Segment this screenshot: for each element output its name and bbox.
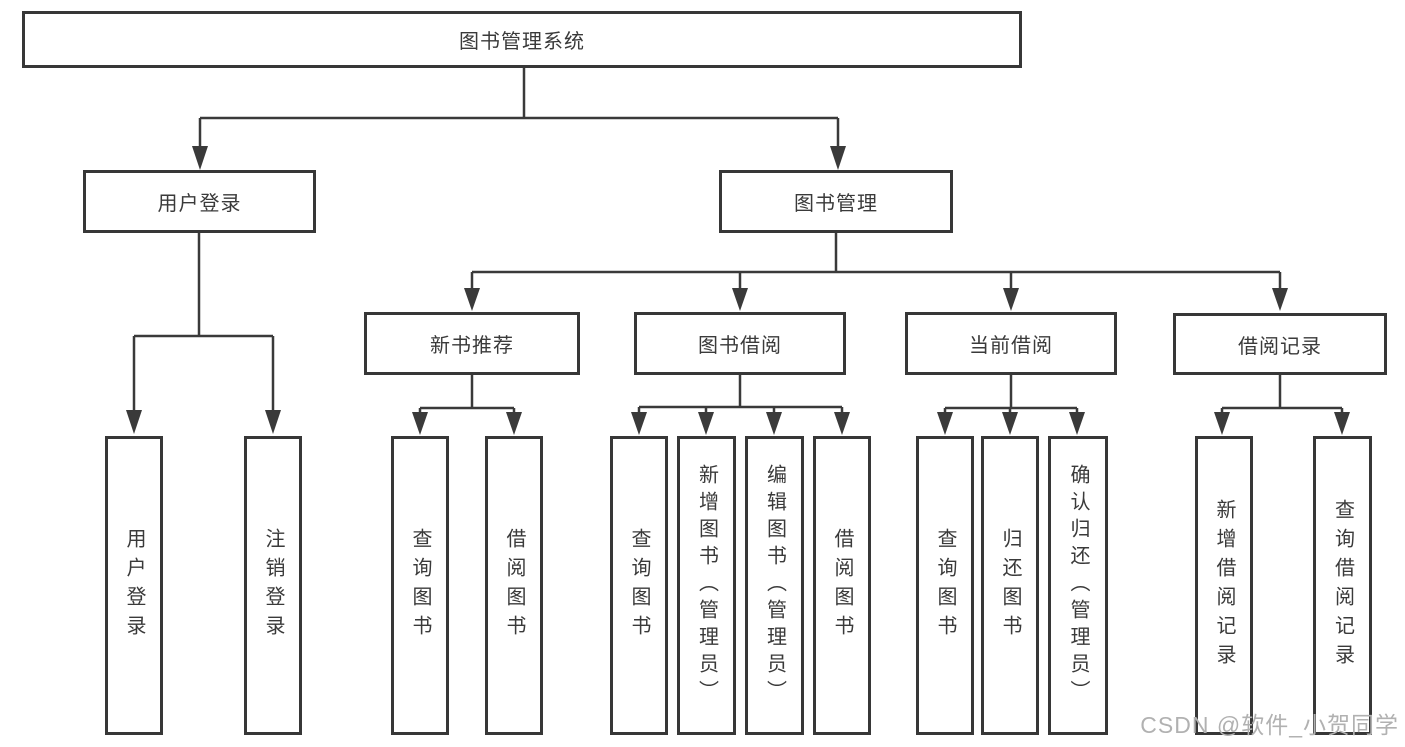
leaf-borrow-book: 借阅图书 [813, 436, 871, 735]
leaf-return-book: 归还图书 [981, 436, 1039, 735]
node-label: 借阅图书 [831, 527, 853, 644]
node-borrow-record: 借阅记录 [1173, 313, 1387, 375]
node-label: 查询图书 [628, 527, 650, 644]
node-label: 编辑图书（管理员） [763, 464, 786, 707]
node-label: 查询图书 [409, 527, 431, 644]
node-book-borrow: 图书借阅 [634, 312, 846, 375]
leaf-query-borrow-record: 查询借阅记录 [1313, 436, 1372, 735]
node-book-management: 图书管理 [719, 170, 953, 233]
leaf-borrow-book-recommend: 借阅图书 [485, 436, 543, 735]
node-label: 注销登录 [262, 527, 284, 644]
leaf-user-login: 用户登录 [105, 436, 163, 735]
leaf-add-borrow-record: 新增借阅记录 [1195, 436, 1253, 735]
node-label: 用户登录 [123, 527, 145, 644]
node-label: 图书借阅 [698, 335, 782, 357]
node-label: 新增借阅记录 [1213, 498, 1235, 673]
node-label: 新增图书（管理员） [695, 464, 718, 707]
node-label: 确认归还（管理员） [1067, 464, 1089, 707]
leaf-query-book-current: 查询图书 [916, 436, 974, 735]
leaf-add-book-admin: 新增图书（管理员） [677, 436, 736, 735]
leaf-edit-book-admin: 编辑图书（管理员） [745, 436, 804, 735]
leaf-logout: 注销登录 [244, 436, 302, 735]
node-label: 借阅记录 [1238, 335, 1322, 358]
node-label: 用户登录 [157, 193, 242, 215]
node-label: 当前借阅 [969, 335, 1053, 357]
node-label: 查询图书 [934, 527, 956, 644]
node-user-login-group: 用户登录 [83, 170, 316, 233]
node-label: 图书管理 [794, 193, 878, 215]
leaf-query-book-recommend: 查询图书 [391, 436, 449, 735]
node-new-book-recommend: 新书推荐 [364, 312, 580, 375]
node-library-management-system: 图书管理系统 [22, 11, 1022, 68]
node-current-borrow: 当前借阅 [905, 312, 1117, 375]
node-label: 图书管理系统 [459, 31, 585, 53]
leaf-query-book-borrow: 查询图书 [610, 436, 668, 735]
leaf-confirm-return-admin: 确认归还（管理员） [1048, 436, 1108, 735]
node-label: 借阅图书 [503, 527, 525, 644]
node-label: 新书推荐 [430, 335, 514, 357]
node-label: 查询借阅记录 [1331, 498, 1354, 673]
node-label: 归还图书 [999, 527, 1021, 644]
csdn-watermark: CSDN @软件_小贺同学 [1140, 712, 1399, 738]
